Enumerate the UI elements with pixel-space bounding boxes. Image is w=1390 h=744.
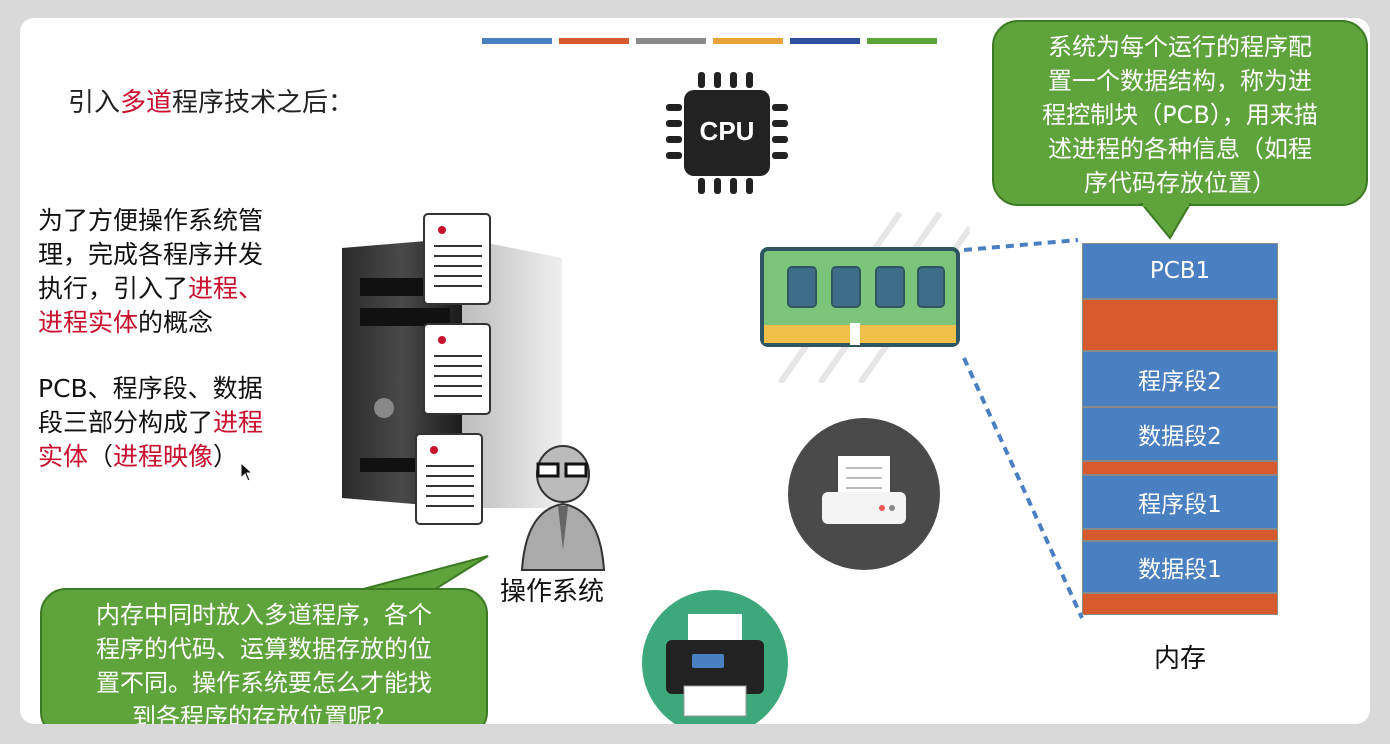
cpu-label: CPU — [699, 116, 755, 146]
mouse-cursor-icon — [240, 462, 254, 482]
question-bubble: 内存中同时放入多道程序，各个 程序的代码、运算数据存放的位 置不同。操作系统要怎… — [40, 588, 488, 724]
color-bar — [559, 38, 629, 44]
bubble-line: 系统为每个运行的程序配 — [1048, 33, 1312, 61]
color-bar — [482, 38, 552, 44]
color-bar — [636, 38, 706, 44]
text-plain: ） — [213, 442, 239, 471]
text-line: 执行，引入了进程、 — [38, 272, 308, 306]
text-highlight: 实体 — [38, 442, 89, 471]
cpu-icon — [666, 72, 788, 194]
memory-block-free — [1082, 529, 1278, 541]
memory-block-program-2: 程序段2 — [1082, 351, 1278, 407]
bubble-line: 程控制块（PCB），用来描 — [1042, 101, 1318, 129]
paragraph-process-entity: PCB、程序段、数据 段三部分构成了进程 实体（进程映像） — [38, 372, 308, 474]
server-icon — [342, 213, 562, 525]
bubble-line: 到各程序的存放位置呢？ — [132, 703, 396, 724]
color-bars — [482, 38, 942, 46]
title-prefix: 引入 — [68, 88, 121, 118]
text-line: 段三部分构成了进程 — [38, 406, 308, 440]
memory-block-pcb1: PCB1 — [1082, 243, 1278, 299]
color-bar — [713, 38, 783, 44]
printer-icon — [788, 418, 940, 570]
text-highlight: 进程 — [213, 408, 264, 437]
bubble-line: 置一个数据结构，称为进 — [1048, 67, 1312, 95]
text-highlight: 进程映像 — [113, 442, 214, 471]
text-plain: 段三部分构成了 — [38, 408, 214, 437]
paragraph-process-intro: 为了方便操作系统管 理，完成各程序并发 执行，引入了进程、 进程实体的概念 — [38, 204, 308, 340]
bubble-tail — [1140, 203, 1192, 240]
memory-block-program-1: 程序段1 — [1082, 475, 1278, 529]
memory-module-icon — [760, 211, 970, 383]
text-line: 实体（进程映像） — [38, 440, 308, 474]
text-plain: 的概念 — [138, 308, 214, 337]
text-line: 为了方便操作系统管 — [38, 206, 264, 235]
memory-block-free — [1082, 593, 1278, 615]
operating-system-label: 操作系统 — [500, 577, 605, 607]
pcb-explanation-bubble: 系统为每个运行的程序配 置一个数据结构，称为进 程控制块（PCB），用来描 述进… — [992, 20, 1368, 206]
text-highlight: 进程、 — [188, 274, 264, 303]
bubble-line: 序代码存放位置） — [1084, 169, 1276, 197]
operating-system-person-icon — [520, 445, 606, 571]
bubble-line: 述进程的各种信息（如程 — [1048, 135, 1312, 163]
memory-connector-lines — [962, 238, 1084, 619]
slide: 引入多道程序技术之后： 为了方便操作系统管 理，完成各程序并发 执行，引入了进程… — [20, 18, 1370, 724]
text-highlight: 进程实体 — [38, 308, 139, 337]
color-bar — [790, 38, 860, 44]
bubble-line: 程序的代码、运算数据存放的位 — [96, 635, 432, 663]
memory-block-data-1: 数据段1 — [1082, 541, 1278, 593]
text-line: 进程实体的概念 — [38, 306, 308, 340]
memory-block-free — [1082, 299, 1278, 351]
title-suffix: 程序技术之后： — [172, 88, 355, 118]
title-highlight: 多道 — [120, 88, 173, 118]
memory-label: 内存 — [1154, 644, 1207, 674]
memory-block-free — [1082, 461, 1278, 475]
text-line: 理，完成各程序并发 — [38, 240, 264, 269]
text-line: PCB、程序段、数据 — [38, 374, 263, 403]
slide-title: 引入多道程序技术之后： — [68, 82, 354, 119]
memory-block-data-2: 数据段2 — [1082, 407, 1278, 461]
bubble-line: 内存中同时放入多道程序，各个 — [96, 601, 432, 629]
text-plain: 执行，引入了 — [38, 274, 189, 303]
bubble-line: 置不同。操作系统要怎么才能找 — [96, 669, 432, 697]
color-bar — [867, 38, 937, 44]
text-plain: （ — [88, 442, 114, 471]
printer-device-icon — [642, 590, 788, 724]
